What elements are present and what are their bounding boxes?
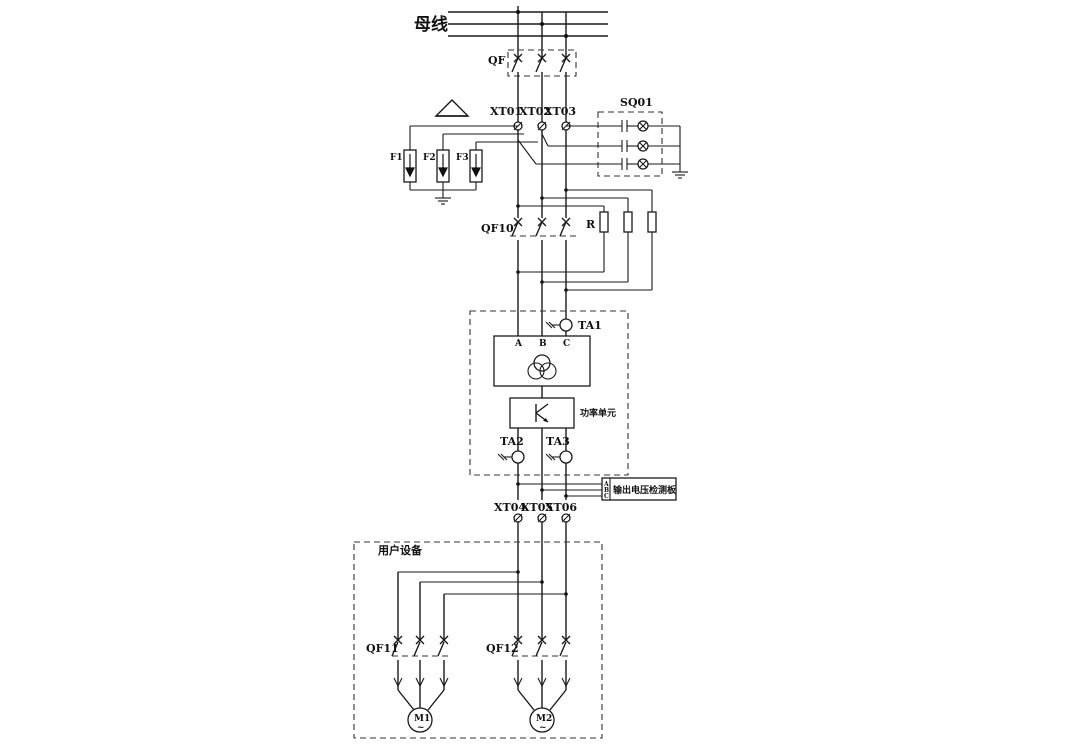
- main-breaker-qf: QF: [488, 49, 577, 122]
- board-a-label: A: [603, 481, 609, 488]
- ta3-label: TA3: [546, 435, 570, 448]
- arrester-symbol: [434, 99, 470, 117]
- power-unit-label: 功率单元: [580, 407, 616, 419]
- precharge-resistors: R: [516, 190, 657, 292]
- phase-b-label: B: [539, 339, 547, 349]
- xt03-label: XT03: [544, 105, 576, 118]
- indicator-sq01: SQ01: [517, 96, 688, 179]
- xt05-label: XT05: [521, 501, 553, 514]
- qf-label: QF: [488, 54, 506, 67]
- qf12-label: QF12: [486, 642, 519, 655]
- breaker-qf11: QF11: [366, 635, 449, 711]
- m2-label: M2: [536, 714, 552, 724]
- xt06-label: XT06: [545, 501, 577, 514]
- phase-c-label: C: [563, 339, 570, 349]
- phase-wires-top: [516, 6, 568, 58]
- phase-wires-mid: [516, 130, 652, 218]
- xt04-label: XT04: [494, 501, 526, 514]
- busbar-label: 母线: [414, 14, 448, 35]
- m1-label: M1: [414, 714, 430, 724]
- qf11-label: QF11: [366, 642, 399, 655]
- fuse3-label: F3: [456, 153, 469, 163]
- breaker-qf12: QF12: [486, 635, 571, 711]
- voltage-board-label: 输出电压检测板: [613, 484, 677, 496]
- xt01-label: XT01: [490, 105, 522, 118]
- resistor-label: R: [586, 218, 596, 231]
- voltage-detection-board: A B C 输出电压检测板: [516, 477, 677, 501]
- terminals-xt04-06: XT04 XT05 XT06: [494, 501, 577, 640]
- user-equipment: 用户设备: [353, 541, 603, 739]
- xt02-label: XT02: [519, 105, 551, 118]
- board-c-label: C: [604, 493, 609, 500]
- fuse1-label: F1: [390, 153, 403, 163]
- m1-ac-symbol: ~: [417, 723, 425, 733]
- motor-m1: M1 ~: [407, 707, 433, 733]
- board-b-label: B: [604, 487, 609, 494]
- ta1-label: TA1: [578, 319, 602, 332]
- sq01-label: SQ01: [620, 96, 653, 109]
- inverter-cabinet: TA1 A B C 功率单元 TA2 TA3: [469, 310, 629, 500]
- motor-m2: M2 ~: [529, 707, 555, 733]
- precharge-breaker-qf10: QF10: [481, 217, 576, 336]
- ta2-label: TA2: [500, 435, 524, 448]
- m2-ac-symbol: ~: [539, 723, 547, 733]
- qf10-label: QF10: [481, 222, 514, 235]
- user-equipment-label: 用户设备: [378, 543, 423, 557]
- busbar: 母线: [414, 11, 608, 37]
- phase-a-label: A: [514, 339, 523, 349]
- fuse-group: F1 F2 F3: [390, 125, 538, 205]
- fuse2-label: F2: [423, 153, 436, 163]
